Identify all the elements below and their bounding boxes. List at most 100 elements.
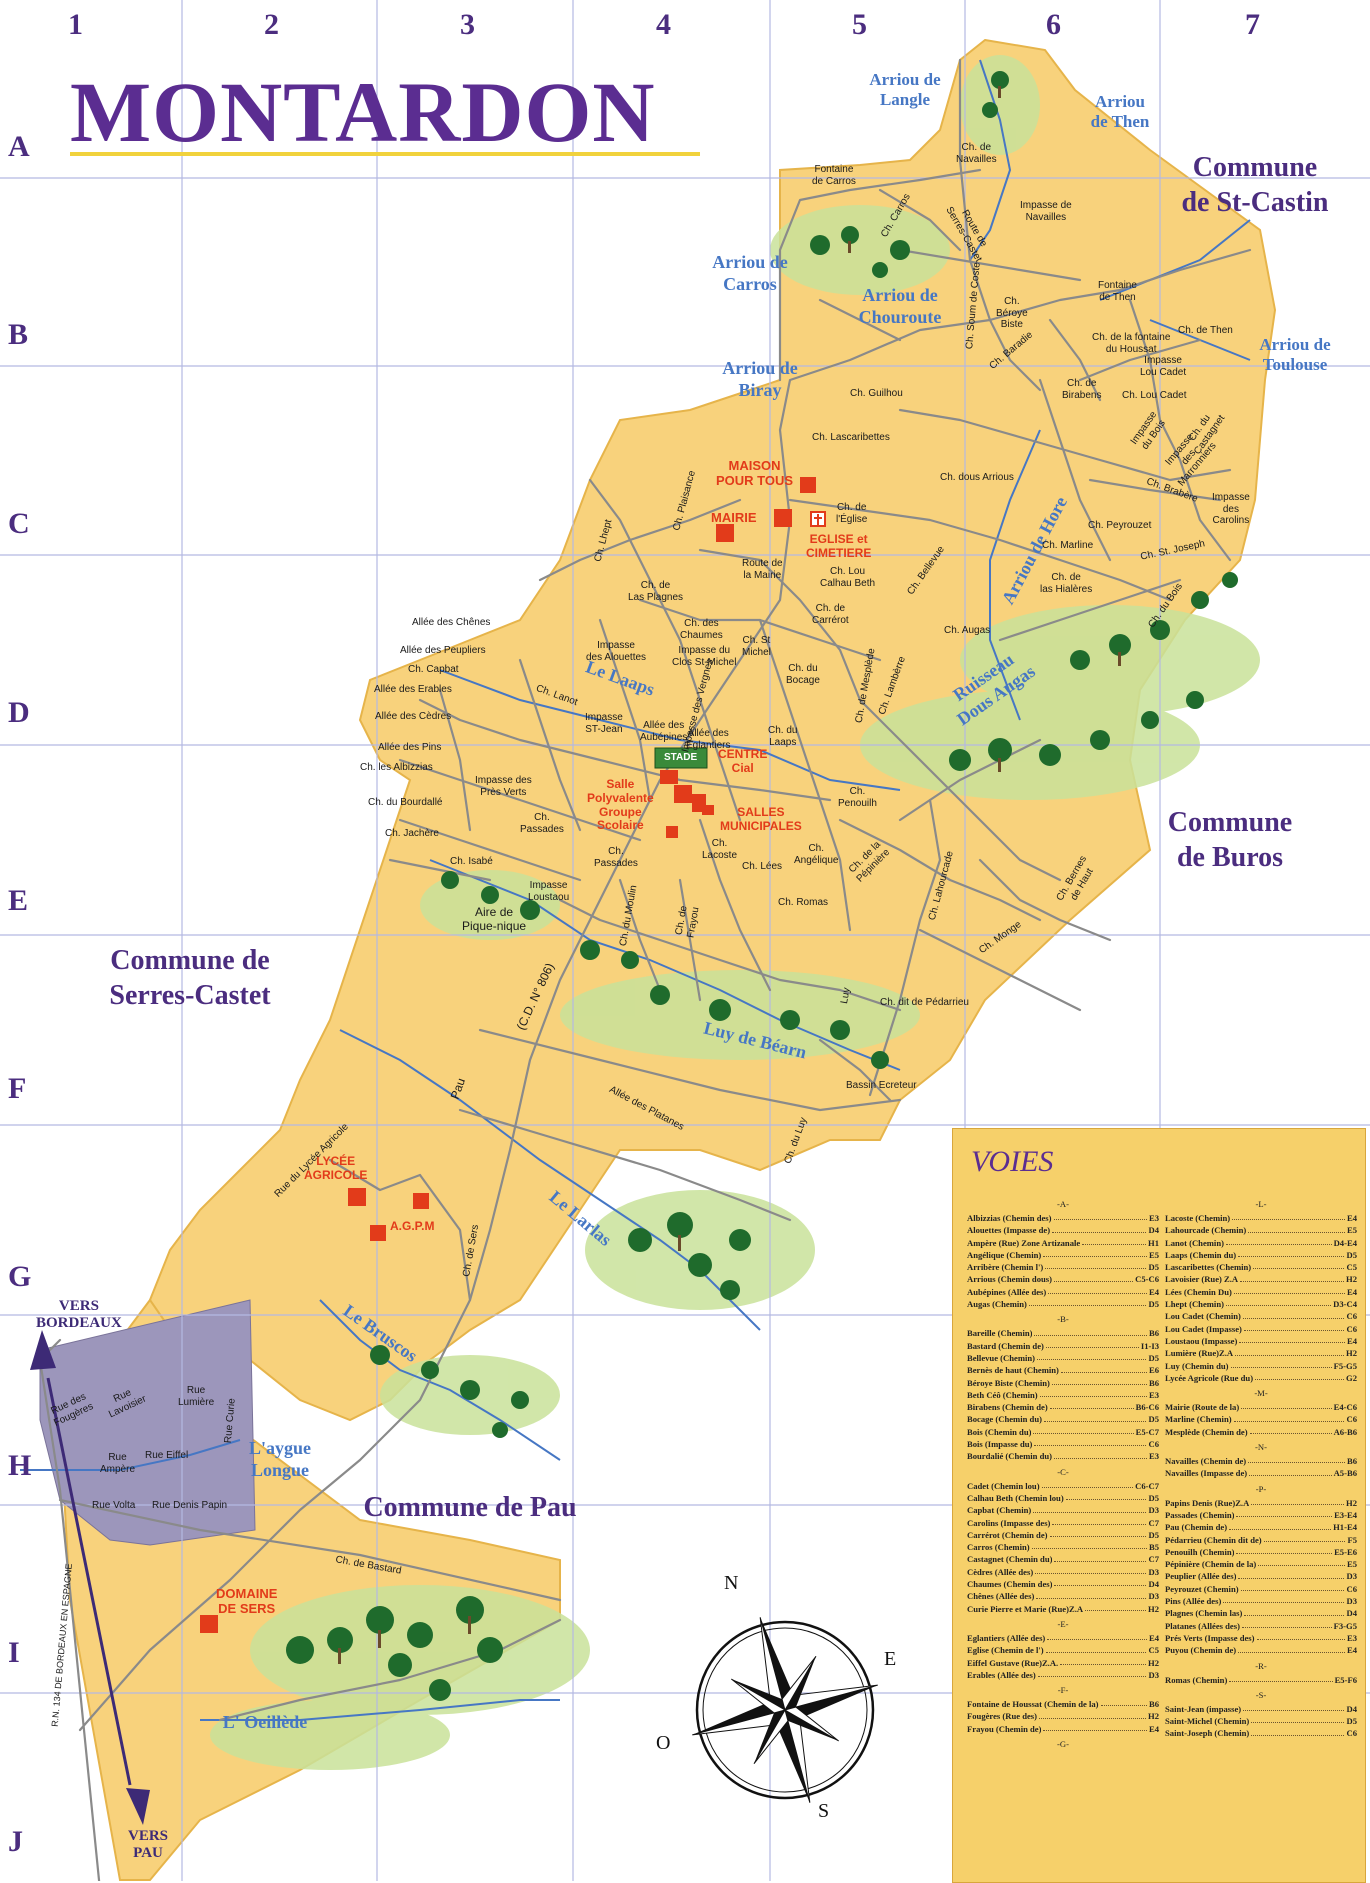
grid-reference: H2 xyxy=(1346,1274,1357,1285)
grid-reference: H2 xyxy=(1346,1348,1357,1359)
street-name: Loustaou (Impasse) xyxy=(1165,1335,1238,1346)
grid-col-2: 2 xyxy=(264,8,279,41)
grid-reference: E3-E4 xyxy=(1334,1509,1357,1520)
street-index-entry: Luy (Chemin du)F5-G5 xyxy=(1165,1360,1357,1372)
street-index-entry: Carros (Chemin)B5 xyxy=(967,1541,1159,1553)
grid-reference: F3-G5 xyxy=(1333,1620,1357,1631)
grid-reference: E4 xyxy=(1346,1645,1357,1656)
dot-leader xyxy=(1233,1413,1345,1422)
street-name: Navailles (Chemin de) xyxy=(1165,1456,1247,1467)
street-name: Marline (Chemin) xyxy=(1165,1414,1232,1425)
street-index-entry: Pépinière (Chemin de la)E5 xyxy=(1165,1558,1357,1570)
grid-reference: D3 xyxy=(1346,1571,1357,1582)
grid-reference: D5 xyxy=(1148,1529,1159,1540)
road-route-mairie: Route de la Mairie xyxy=(742,558,783,581)
dot-leader xyxy=(1033,1426,1134,1435)
compass-east: E xyxy=(884,1648,897,1670)
dot-leader xyxy=(1065,1492,1147,1501)
dot-leader xyxy=(1243,1323,1345,1331)
grid-reference: D5 xyxy=(1148,1262,1159,1273)
grid-reference: C6 xyxy=(1346,1311,1357,1322)
dot-leader xyxy=(1239,1335,1345,1344)
grid-reference: H1 xyxy=(1148,1237,1159,1248)
street-index-entry: Albizzias (Chemin des)E3 xyxy=(967,1212,1159,1224)
street-name: Bois (Impasse du) xyxy=(967,1439,1033,1450)
street-index-entry: Prés Verts (Impasse des)E3 xyxy=(1165,1632,1357,1644)
street-index-section-header: -M- xyxy=(1254,1388,1268,1399)
street-name: Prés Verts (Impasse des) xyxy=(1165,1632,1255,1643)
road-ch-lou-cadet: Ch. Lou Cadet xyxy=(1122,390,1187,401)
street-index-entry: Aubépines (Allée des)E4 xyxy=(967,1286,1159,1298)
dot-leader xyxy=(1244,1607,1345,1616)
road-ch-bocage: Ch. du Bocage xyxy=(786,663,820,686)
church-icon xyxy=(810,511,826,527)
buildings xyxy=(200,477,816,1633)
dot-leader xyxy=(1249,1467,1332,1476)
street-index-entry: Bois (Chemin du)E5-C7 xyxy=(967,1426,1159,1438)
street-index-entry: Mairie (Route de la)E4-C6 xyxy=(1165,1401,1357,1413)
stade-field xyxy=(654,747,708,769)
road-ch-beroye-biste: Ch. Béroye Biste xyxy=(996,296,1028,330)
road-ch-passades2: Ch. Passades xyxy=(594,846,638,869)
poi-centre-cial: CENTRE Cial xyxy=(718,747,768,775)
street-index-entry: Erables (Allée des)D3 xyxy=(967,1669,1159,1681)
poi-lycee-agricole: LYCÉE AGRICOLE xyxy=(304,1154,368,1182)
dot-leader xyxy=(1039,1389,1147,1398)
street-name: Carros (Chemin) xyxy=(967,1542,1030,1553)
dot-leader xyxy=(1249,1426,1332,1435)
grid-reference: F5 xyxy=(1347,1534,1357,1545)
dot-leader xyxy=(1051,1377,1147,1385)
street-name: Peuplier (Allée des) xyxy=(1165,1571,1237,1582)
street-name: Fontaine de Houssat (Chemin de la) xyxy=(967,1699,1099,1710)
street-name: Cèdres (Allée des) xyxy=(967,1566,1034,1577)
street-name: Chênes (Allée des) xyxy=(967,1591,1035,1602)
dot-leader xyxy=(1229,1674,1333,1682)
street-name: Plagnes (Chemin las) xyxy=(1165,1608,1243,1619)
road-ch-pedarrieu: Ch. dit de Pédarrieu xyxy=(880,997,969,1008)
water-arriou-langle: Arriou de Langle xyxy=(869,70,941,110)
street-name: Carrérot (Chemin de) xyxy=(967,1529,1048,1540)
grid-reference: E6 xyxy=(1148,1365,1159,1376)
road-rue-lumiere: Rue Lumière xyxy=(178,1385,215,1408)
dot-leader xyxy=(1082,1237,1147,1245)
street-index-section-header: -F- xyxy=(1057,1685,1069,1696)
road-impasse-alouettes: Impasse des Alouettes xyxy=(586,640,647,663)
grid-reference: D5 xyxy=(1148,1492,1159,1503)
street-name: Capbat (Chemin) xyxy=(967,1505,1032,1516)
road-ch-chaumes: Ch. des Chaumes xyxy=(680,618,723,641)
dot-leader xyxy=(1043,1723,1147,1731)
dot-leader xyxy=(1242,1310,1345,1319)
road-rue-eiffel: Rue Eiffel xyxy=(145,1450,189,1461)
dot-leader xyxy=(1033,1504,1147,1513)
grid-reference: C6 xyxy=(1346,1323,1357,1334)
grid-reference: A6-B6 xyxy=(1333,1426,1357,1437)
grid-reference: E4 xyxy=(1346,1213,1357,1223)
dot-leader xyxy=(1235,1347,1345,1356)
road-ch-bourdalle: Ch. du Bourdallé xyxy=(368,797,443,808)
poi-mairie: MAIRIE xyxy=(711,510,757,525)
street-index-entry: Fontaine de Houssat (Chemin de la)B6 xyxy=(967,1698,1159,1710)
grid-reference: C7 xyxy=(1148,1517,1159,1528)
grid-reference: B6-C6 xyxy=(1135,1402,1159,1413)
street-name: Ampère (Rue) Zone Artizanale xyxy=(967,1237,1081,1248)
dot-leader xyxy=(1034,1327,1147,1336)
street-name: Pédarrieu (Chemin dit de) xyxy=(1165,1534,1262,1545)
dot-leader xyxy=(1251,1727,1345,1736)
street-index-entry: Carolins (Impasse des)C7 xyxy=(967,1517,1159,1529)
grid-reference: D5 xyxy=(1346,1716,1357,1727)
street-name: Passades (Chemin) xyxy=(1165,1509,1235,1520)
dot-leader xyxy=(1248,1224,1345,1233)
street-name: Navailles (Impasse de) xyxy=(1165,1468,1248,1479)
direction-bordeaux: VERS BORDEAUX xyxy=(36,1298,122,1331)
dot-leader xyxy=(1258,1558,1345,1567)
dot-leader xyxy=(1232,1212,1345,1221)
grid-reference: E3 xyxy=(1148,1451,1159,1462)
dot-leader xyxy=(1043,1249,1147,1258)
grid-reference: D4 xyxy=(1346,1608,1357,1619)
road-impasse-navailles: Impasse de Navailles xyxy=(1020,200,1072,223)
road-rue-denis-papin: Rue Denis Papin xyxy=(152,1500,228,1511)
street-index-entry: Ampère (Rue) Zone Artizanale H1 xyxy=(967,1237,1159,1249)
